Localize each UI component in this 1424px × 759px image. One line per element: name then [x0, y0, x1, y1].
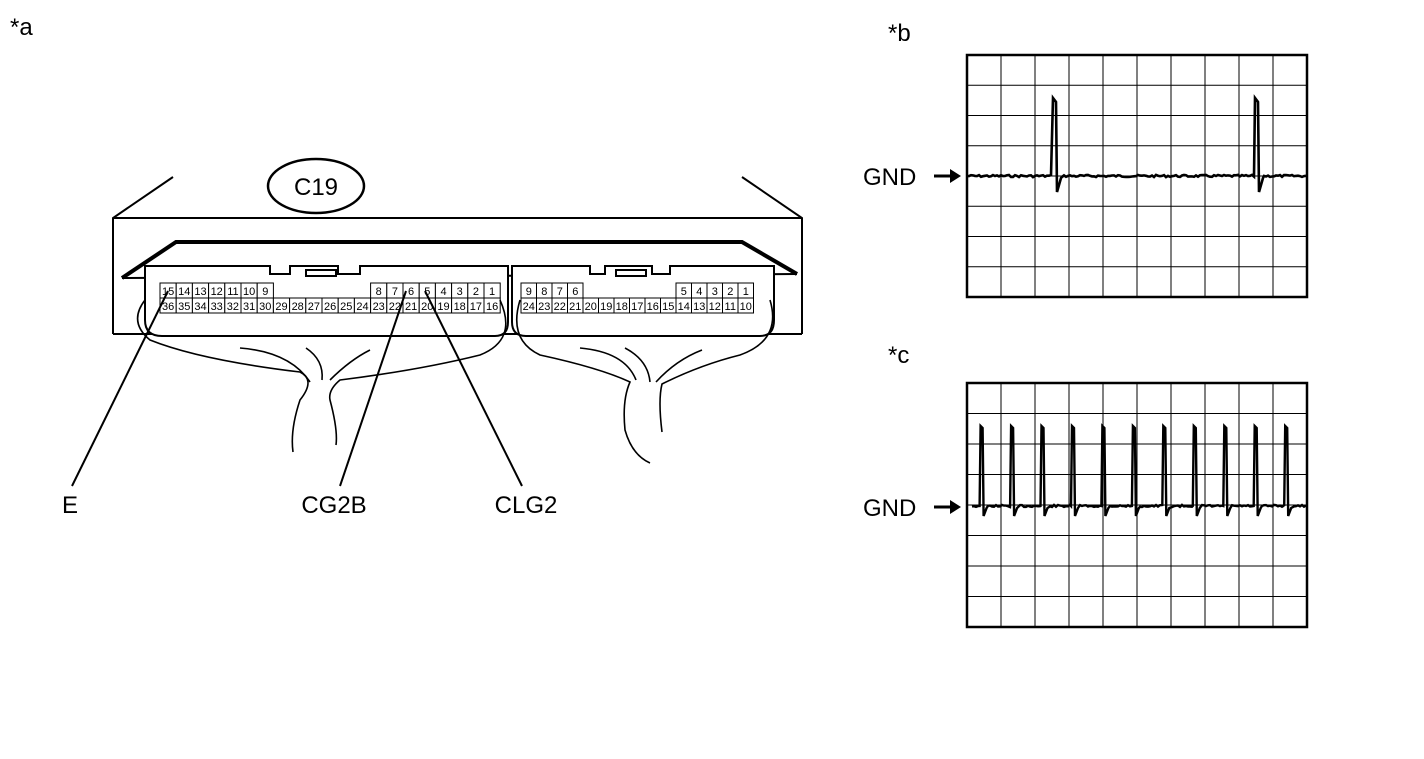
left-pin-label: 30	[259, 301, 271, 313]
callout-e: E	[62, 492, 78, 519]
left-pin-label: 34	[194, 301, 206, 313]
panel-b-label: *b	[888, 20, 911, 47]
left-pin-label: 28	[292, 301, 304, 313]
left-pin-label: 14	[178, 286, 190, 298]
right-pin-label: 22	[554, 301, 566, 313]
right-pin-label: 13	[693, 301, 705, 313]
connector-id-label: C19	[294, 174, 338, 201]
left-pin-label: 10	[243, 286, 255, 298]
scope-b-trace	[966, 94, 1307, 193]
left-pin-label: 24	[356, 301, 368, 313]
left-pin-label: 5	[424, 286, 430, 298]
right-pin-label: 14	[678, 301, 690, 313]
left-pin-label: 17	[470, 301, 482, 313]
scope-c-gnd-arrow	[934, 500, 961, 514]
left-pin-label: 1	[489, 286, 495, 298]
left-pin-label: 32	[227, 301, 239, 313]
right-pin-label: 4	[696, 286, 702, 298]
left-pin-label: 33	[211, 301, 223, 313]
left-pin-label: 22	[389, 301, 401, 313]
right-pin-label: 19	[600, 301, 612, 313]
right-pin-label: 21	[569, 301, 581, 313]
left-pin-label: 25	[340, 301, 352, 313]
callout-cg2b: CG2B	[301, 492, 366, 519]
left-pin-label: 19	[437, 301, 449, 313]
scope-c-grid	[967, 383, 1307, 627]
right-pin-label: 7	[557, 286, 563, 298]
left-pin-label: 27	[308, 301, 320, 313]
left-pin-label: 4	[440, 286, 446, 298]
left-pin-label: 9	[262, 286, 268, 298]
left-pin-label: 16	[486, 301, 498, 313]
left-pin-label: 21	[405, 301, 417, 313]
right-pin-label: 9	[526, 286, 532, 298]
left-pin-label: 13	[194, 286, 206, 298]
right-pin-label: 3	[712, 286, 718, 298]
left-pin-label: 7	[392, 286, 398, 298]
left-pin-label: 35	[178, 301, 190, 313]
right-pin-label: 10	[740, 301, 752, 313]
scope-c: GND	[863, 381, 1309, 629]
right-pin-label: 12	[709, 301, 721, 313]
panel-a-label: *a	[10, 14, 33, 41]
left-pin-label: 31	[243, 301, 255, 313]
right-pin-label: 18	[616, 301, 628, 313]
right-pin-label: 2	[727, 286, 733, 298]
left-pin-label: 11	[227, 286, 238, 298]
right-pin-label: 5	[681, 286, 687, 298]
left-pin-cell	[483, 297, 501, 314]
left-pin-label: 26	[324, 301, 336, 313]
scope-b: GND	[863, 53, 1309, 299]
right-pin-label: 17	[631, 301, 643, 313]
right-pin-cell	[737, 297, 754, 314]
scope-c-frame	[965, 381, 1309, 629]
scope-c-trace	[971, 423, 1307, 517]
connector-id-ellipse	[266, 157, 366, 215]
right-pin-label: 24	[523, 301, 535, 313]
right-pin-label: 1	[743, 286, 749, 298]
right-pin-label: 23	[538, 301, 550, 313]
left-pin-label: 23	[373, 301, 385, 313]
right-pin-label: 6	[572, 286, 578, 298]
panel-c-label: *c	[888, 342, 910, 369]
left-pin-label: 29	[275, 301, 287, 313]
scope-c-gnd-label: GND	[863, 495, 916, 522]
callout-clg2: CLG2	[495, 492, 558, 519]
right-pin-label: 11	[725, 301, 736, 313]
left-pin-label: 12	[211, 286, 223, 298]
scope-b-gnd-label: GND	[863, 164, 916, 191]
right-pin-label: 20	[585, 301, 597, 313]
right-pin-label: 16	[647, 301, 659, 313]
left-pin-label: 18	[454, 301, 466, 313]
left-pin-label: 3	[457, 286, 463, 298]
left-pin-label: 36	[162, 301, 174, 313]
right-pin-label: 15	[662, 301, 674, 313]
scope-b-gnd-arrow	[934, 169, 961, 183]
right-pin-label: 8	[541, 286, 547, 298]
left-pin-label: 6	[408, 286, 414, 298]
left-pin-label: 2	[473, 286, 479, 298]
left-pin-label: 8	[376, 286, 382, 298]
